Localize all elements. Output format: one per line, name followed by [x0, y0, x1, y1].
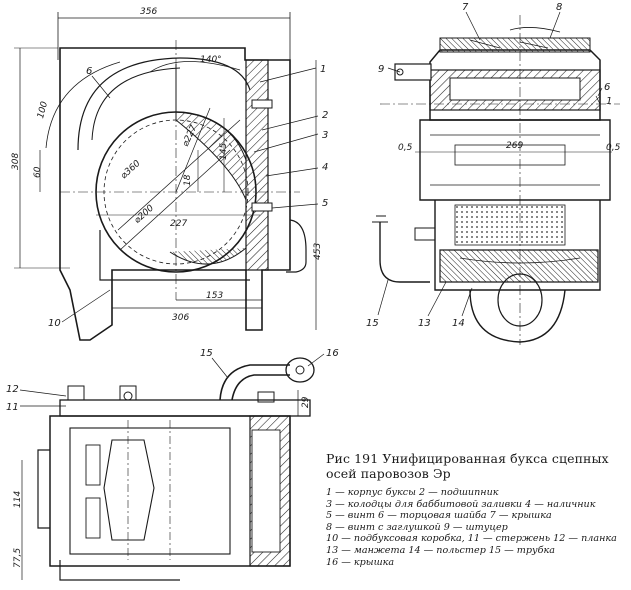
legend-item: 7 — крышка — [489, 510, 552, 522]
callout-15b: 15 — [200, 348, 213, 359]
callout-6: 6 — [86, 66, 92, 77]
callout-1b: 1 — [606, 96, 612, 107]
caption-title: Рис 191 Унифицированная букса сцепных ос… — [326, 451, 626, 481]
legend-item: 11 — стержень — [467, 533, 551, 545]
legend-item: 9 — штуцер — [443, 521, 508, 533]
leader-lines — [19, 11, 603, 407]
dim-356: 356 — [140, 7, 157, 17]
legend-item: 12 — планка — [553, 533, 617, 545]
callout-2: 2 — [322, 110, 328, 121]
side-view — [372, 15, 620, 345]
callout-numbers: 1 2 3 4 5 6 10 7 8 9 6 1 15 13 14 12 11 … — [6, 2, 612, 413]
caption-prefix: Рис 191 — [326, 451, 379, 466]
dim-29: 29 — [301, 396, 311, 408]
dim-360: ⌀360 — [119, 158, 143, 181]
callout-7: 7 — [462, 2, 469, 13]
caption-text: Унифицированная букса сцепных осей паров… — [326, 451, 609, 481]
legend-item: 4 — наличник — [525, 498, 596, 510]
legend-item: 1 — корпус буксы — [326, 487, 416, 498]
legend-item: 8 — винт с заглушкой — [326, 521, 441, 533]
legend-item: 13 — манжета — [326, 544, 406, 556]
legend-item: 5 — винт — [326, 510, 375, 522]
callout-14: 14 — [452, 318, 465, 329]
dim-775: 77,5 — [13, 548, 23, 568]
dim-453: 453 — [313, 243, 323, 260]
callout-3: 3 — [322, 130, 328, 141]
dim-200: ⌀200 — [133, 203, 157, 226]
legend-item: 15 — трубка — [488, 544, 555, 556]
callout-6b: 6 — [604, 82, 610, 93]
dim-269: 269 — [506, 141, 523, 151]
legend-item: 14 — польстер — [408, 544, 486, 556]
callout-9: 9 — [378, 64, 384, 75]
dim-60: 60 — [33, 166, 43, 178]
callout-15: 15 — [366, 318, 379, 329]
dim-114: 114 — [13, 491, 23, 508]
caption-legend: 1 — корпус буксы 2 — подшипник 3 — колод… — [326, 487, 626, 568]
dim-05a: 0,5 — [398, 143, 413, 153]
legend-item: 2 — подшипник — [419, 487, 499, 498]
dim-145: 145 — [219, 143, 229, 160]
front-view — [14, 12, 317, 341]
dim-306: 306 — [172, 313, 189, 323]
dim-308: 308 — [11, 153, 21, 170]
figure-caption: Рис 191 Унифицированная букса сцепных ос… — [326, 451, 626, 568]
callout-1: 1 — [320, 64, 326, 75]
legend-item: 6 — торцовая шайба — [378, 510, 487, 522]
callout-10: 10 — [48, 318, 61, 329]
dim-05b: 0,5 — [606, 143, 621, 153]
legend-item: 10 — подбуксовая коробка, — [326, 533, 465, 545]
legend-item: 3 — колодцы для баббитовой заливки — [326, 498, 523, 510]
dim-153: 153 — [206, 291, 223, 301]
callout-5: 5 — [322, 198, 328, 209]
callout-13: 13 — [418, 318, 431, 329]
callout-16: 16 — [326, 348, 339, 359]
dim-100: 100 — [36, 100, 50, 119]
legend-item: 16 — крышка — [326, 556, 395, 568]
dim-140: 140° — [200, 55, 222, 65]
dim-227: 227 — [170, 219, 187, 229]
callout-12: 12 — [6, 384, 19, 395]
callout-4: 4 — [322, 162, 328, 173]
dim-18: 18 — [183, 174, 193, 186]
callout-11: 11 — [6, 402, 19, 413]
plan-view — [21, 357, 315, 581]
callout-8: 8 — [556, 2, 562, 13]
